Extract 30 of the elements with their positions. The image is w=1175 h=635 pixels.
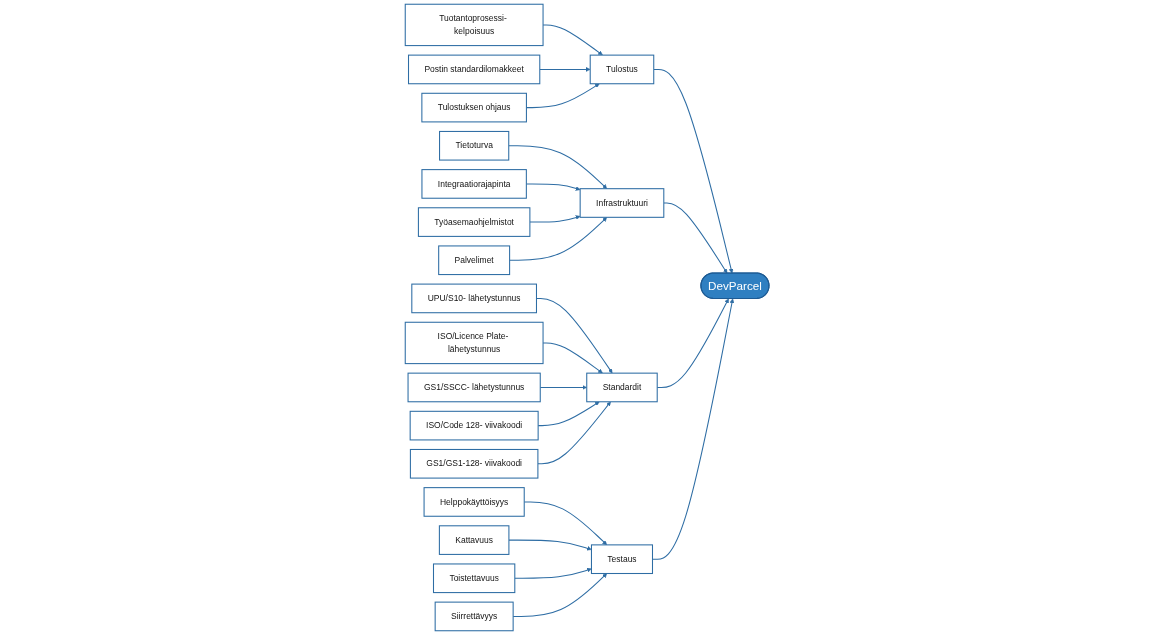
node-box: Palvelimet xyxy=(438,245,511,276)
node-box: Siirrettävyys xyxy=(435,601,515,632)
node-box: GS1/GS1-128- viivakoodi xyxy=(410,448,539,479)
arrow xyxy=(652,298,735,560)
arrow xyxy=(526,83,600,109)
node-box: Postin standardilomakkeet xyxy=(408,54,541,85)
arrow xyxy=(538,401,600,427)
node-box: Tulostuksen ohjaus xyxy=(421,92,528,123)
node-box: Kattavuus xyxy=(439,525,510,555)
arrow xyxy=(540,385,588,390)
arrow xyxy=(657,298,730,388)
node-box: GS1/SSCC- lähetystunnus xyxy=(407,372,542,403)
node-box: Helppokäyttöisyys xyxy=(423,487,526,517)
node-box: UPU/S10- lähetystunnus xyxy=(411,283,538,314)
arrow xyxy=(509,217,608,261)
node-box: ISO/Code 128- viivakoodi xyxy=(410,410,540,441)
node-box: ISO/Licence Plate- lähetystunnus xyxy=(405,321,544,365)
arrow xyxy=(524,501,608,546)
node-box: Integraatiorajapinta xyxy=(421,169,528,199)
node-box: Infrastruktuuri xyxy=(580,188,665,218)
node-box: Työasemaohjelmistot xyxy=(418,207,531,237)
node-box: Standardit xyxy=(586,372,659,403)
node-box: Tuotantoprosessi- kelpoisuus xyxy=(405,3,544,47)
arrow xyxy=(513,573,608,617)
arrow xyxy=(526,183,581,191)
node-box: Tietoturva xyxy=(439,130,510,161)
node-box: Toistettavuus xyxy=(433,563,516,594)
node-box: Testaus xyxy=(591,544,654,575)
node-box: Tulostus xyxy=(590,54,655,85)
arrow xyxy=(536,297,613,374)
